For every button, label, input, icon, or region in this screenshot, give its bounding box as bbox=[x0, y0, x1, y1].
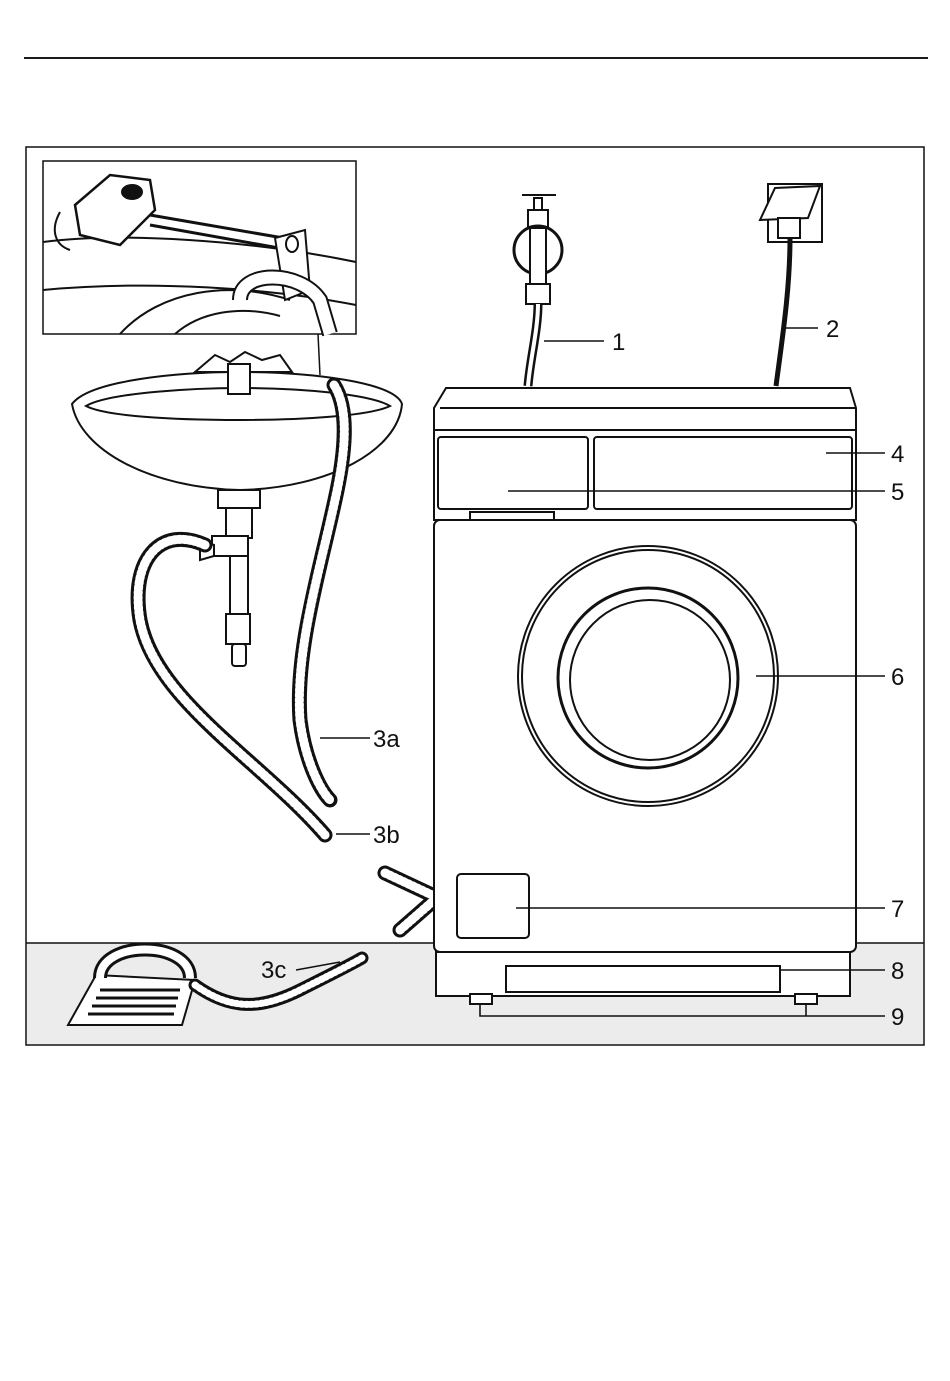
control-panel bbox=[594, 437, 852, 509]
callout-5: 5 bbox=[891, 479, 904, 506]
callout-6: 6 bbox=[891, 664, 904, 691]
service-flap bbox=[457, 874, 529, 938]
callout-8: 8 bbox=[891, 958, 904, 985]
callout-3a: 3a bbox=[373, 726, 400, 753]
foot-left bbox=[470, 994, 492, 1004]
callout-7: 7 bbox=[891, 896, 904, 923]
wall-socket bbox=[760, 184, 822, 242]
callout-4: 4 bbox=[891, 441, 904, 468]
callout-9: 9 bbox=[891, 1004, 904, 1031]
detergent-drawer bbox=[438, 437, 588, 509]
callout-2: 2 bbox=[826, 316, 839, 343]
washing-machine bbox=[434, 388, 856, 1004]
plinth-panel bbox=[506, 966, 780, 992]
callout-1: 1 bbox=[612, 329, 625, 356]
callout-3c: 3c bbox=[261, 957, 286, 984]
foot-right bbox=[795, 994, 817, 1004]
callout-3b: 3b bbox=[373, 822, 400, 849]
